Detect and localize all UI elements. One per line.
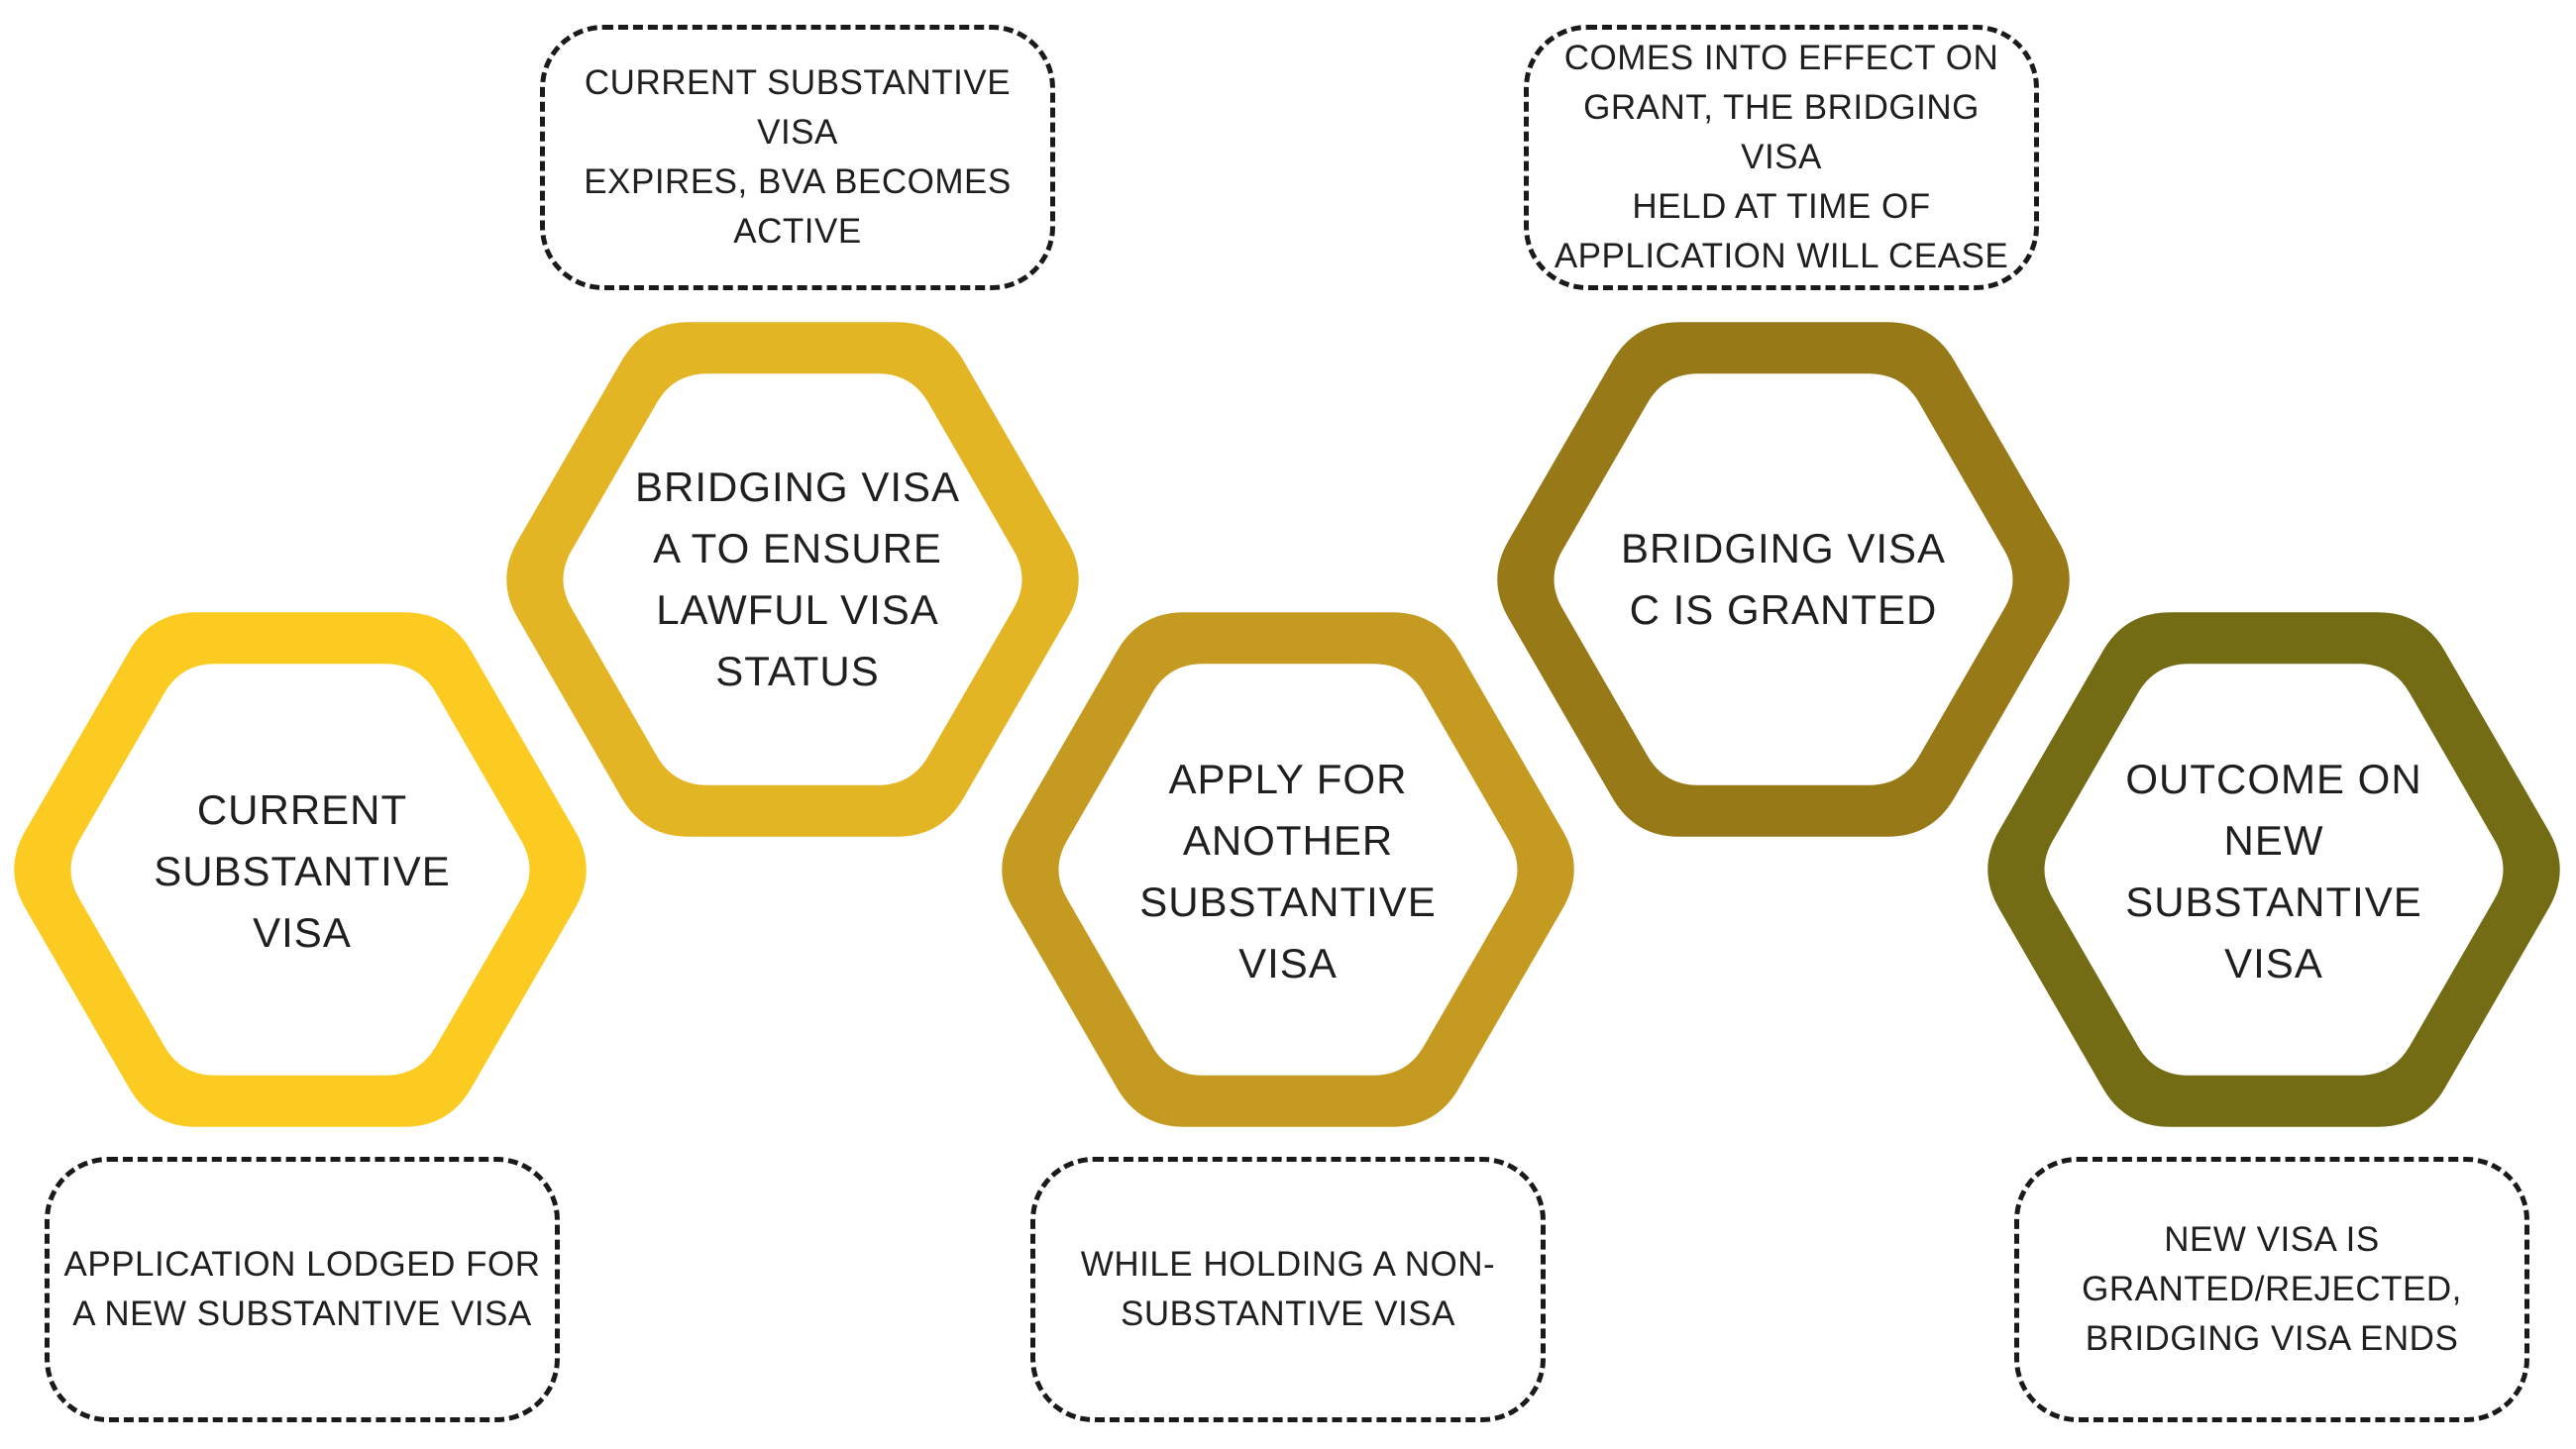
note-new-visa-outcome: NEW VISA IS GRANTED/REJECTED, BRIDGING V…: [2014, 1157, 2529, 1422]
step-1-label: CURRENT SUBSTANTIVE VISA: [154, 786, 451, 956]
step-2-label: BRIDGING VISA A TO ENSURE LAWFUL VISA ST…: [634, 464, 961, 694]
step-3-label: APPLY FOR ANOTHER SUBSTANTIVE VISA: [1139, 756, 1437, 986]
note-bvc-effect: COMES INTO EFFECT ON GRANT, THE BRIDGING…: [1524, 25, 2039, 290]
note-non-substantive: WHILE HOLDING A NON- SUBSTANTIVE VISA: [1030, 1157, 1546, 1422]
note-bva-active: CURRENT SUBSTANTIVE VISA EXPIRES, BVA BE…: [540, 25, 1055, 290]
step-5-label: OUTCOME ON NEW SUBSTANTIVE VISA: [2125, 756, 2422, 986]
step-4-label: BRIDGING VISA C IS GRANTED: [1620, 525, 1947, 633]
note-application-lodged: APPLICATION LODGED FOR A NEW SUBSTANTIVE…: [45, 1157, 560, 1422]
